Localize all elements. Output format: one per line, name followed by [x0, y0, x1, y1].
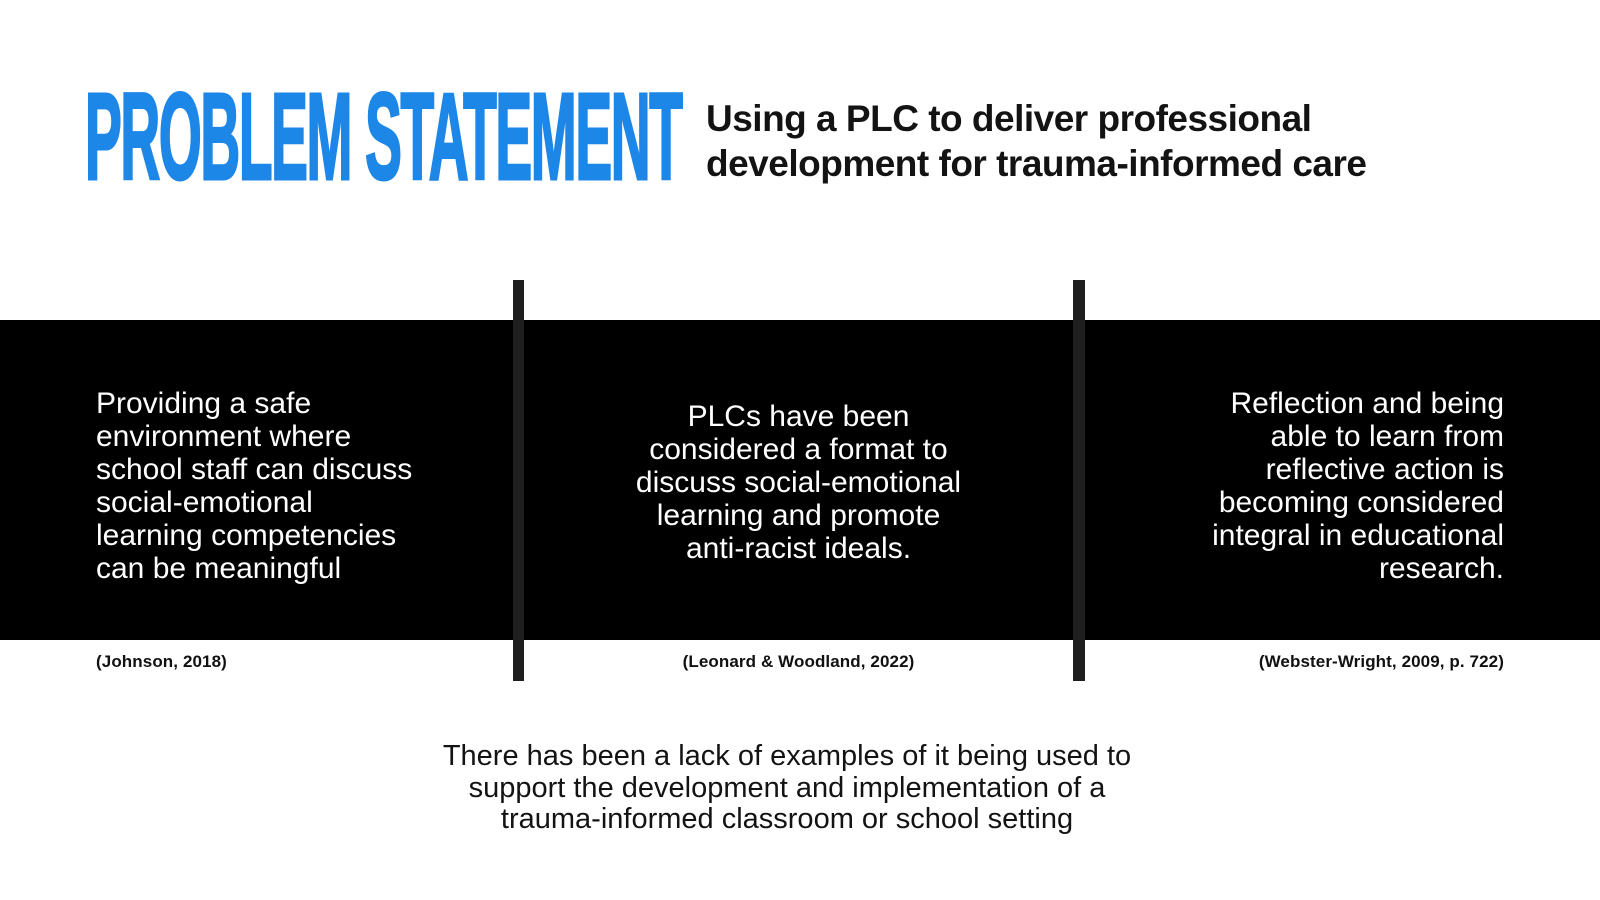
citation-1: (Johnson, 2018): [96, 652, 227, 671]
quote-block-2: PLCs have been considered a format to di…: [635, 400, 962, 565]
citation-3: (Webster-Wright, 2009, p. 722): [1258, 652, 1504, 671]
quote-block-3: Reflection and being able to learn from …: [1212, 387, 1504, 585]
divider-bar-1: [513, 280, 524, 681]
citation-2: (Leonard & Woodland, 2022): [682, 652, 915, 671]
page-title: PROBLEM STATEMENT: [84, 69, 683, 206]
slide-subtitle: Using a PLC to deliver professional deve…: [706, 98, 1367, 184]
divider-bar-2: [1073, 280, 1085, 681]
conclusion-text: There has been a lack of examples of it …: [442, 740, 1132, 835]
quote-block-1: Providing a safe environment where schoo…: [96, 387, 413, 585]
quote-band: [0, 320, 1600, 640]
